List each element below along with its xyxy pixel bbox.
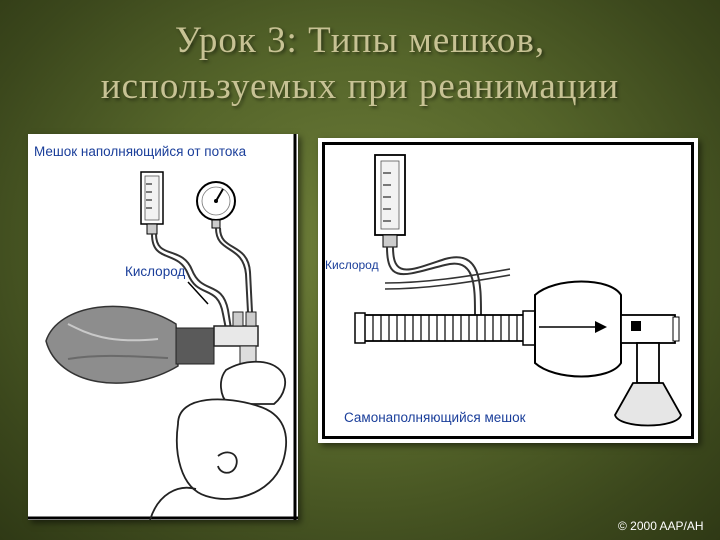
flow-inflating-bag-illustration	[28, 134, 298, 520]
self-inflating-bag-icon	[534, 280, 622, 378]
oxygen-tubing	[386, 246, 482, 321]
airflow-arrowhead	[595, 321, 607, 333]
slide-title: Урок 3: Типы мешков, используемых при ре…	[0, 18, 720, 110]
oxygen-pointer-line	[187, 281, 209, 305]
flowmeter-icon	[140, 171, 164, 235]
pressure-gauge-icon	[196, 181, 236, 229]
self-inflating-bag-figure: Кислород Самонаполняющийся мешок	[318, 138, 698, 443]
corrugated-reservoir-icon	[354, 310, 536, 346]
face-mask-icon	[614, 382, 682, 427]
self-inflating-bag-frame	[322, 142, 694, 439]
flow-inflating-bag-figure: Мешок наполняющийся от потока Кислород	[28, 134, 298, 520]
flowmeter-icon	[374, 154, 406, 248]
self-inflating-bag-caption: Самонаполняющийся мешок	[344, 410, 526, 425]
self-inflating-bag-illustration	[354, 154, 682, 427]
infant-head-icon	[149, 398, 288, 520]
oxygen-inlet-tube	[384, 268, 511, 290]
flow-inflating-bag-caption: Мешок наполняющийся от потока	[34, 144, 247, 159]
slide-title-line-2: используемых при реанимации	[100, 66, 620, 107]
copyright-notice: © 2000 AAP/AH	[618, 519, 704, 533]
anesthesia-bag-icon	[45, 305, 215, 384]
valve-assembly-icon	[620, 314, 680, 384]
right-oxygen-label: Кислород	[325, 258, 379, 272]
left-oxygen-label: Кислород	[125, 264, 186, 279]
slide-title-line-1: Урок 3: Типы мешков,	[174, 20, 546, 61]
oxygen-tubing	[151, 227, 253, 330]
hand-icon	[220, 360, 287, 405]
